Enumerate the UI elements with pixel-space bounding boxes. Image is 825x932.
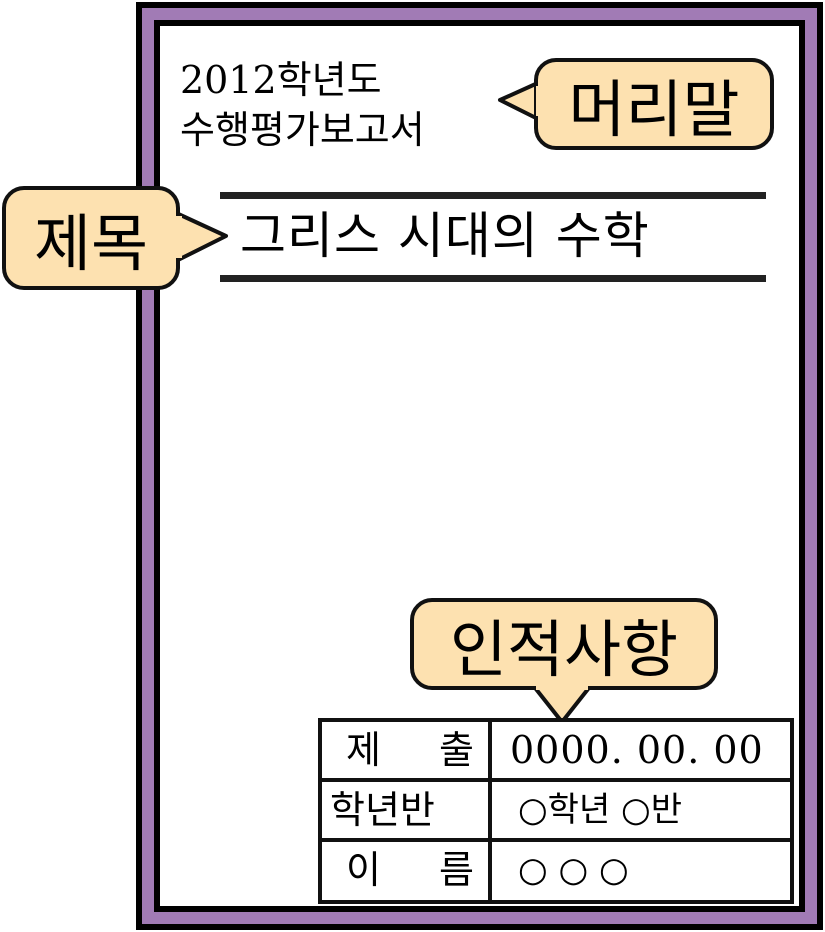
name-value: ○ ○ ○ [518, 850, 629, 890]
table-row-name: 이 름 ○ ○ ○ [322, 842, 790, 898]
table-divider [322, 838, 790, 842]
submission-date: 0000. 00. 00 [510, 728, 764, 772]
title-rule-top [220, 192, 766, 199]
name-label-char: 이 [346, 848, 381, 892]
name-label: 이 름 [330, 842, 482, 898]
table-row-grade-class: 학년반 ○학년 ○반 [322, 782, 790, 838]
callout-title-label: 제목 [2, 186, 180, 290]
header-year: 2012학년도 [180, 58, 382, 102]
grade-class-label: 학년반 [330, 788, 435, 832]
title-rule-bottom [220, 275, 766, 282]
table-row-submission: 제 출 0000. 00. 00 [322, 722, 790, 778]
submission-label: 제 출 [330, 722, 482, 778]
name-label-char: 름 [439, 848, 474, 892]
callout-personal-info-label: 인적사항 [410, 598, 718, 690]
submission-label-char: 제 [346, 728, 381, 772]
personal-info-table: 제 출 0000. 00. 00 학년반 ○학년 ○반 이 름 ○ ○ ○ [318, 718, 794, 904]
table-divider [322, 778, 790, 782]
report-title: 그리스 시대의 수학 [240, 207, 650, 265]
grade-class-value: ○학년 ○반 [518, 790, 682, 830]
submission-label-char: 출 [439, 728, 474, 772]
table-column-divider [488, 722, 492, 900]
header-report-type: 수행평가보고서 [180, 108, 425, 152]
callout-header-label: 머리말 [534, 58, 774, 150]
